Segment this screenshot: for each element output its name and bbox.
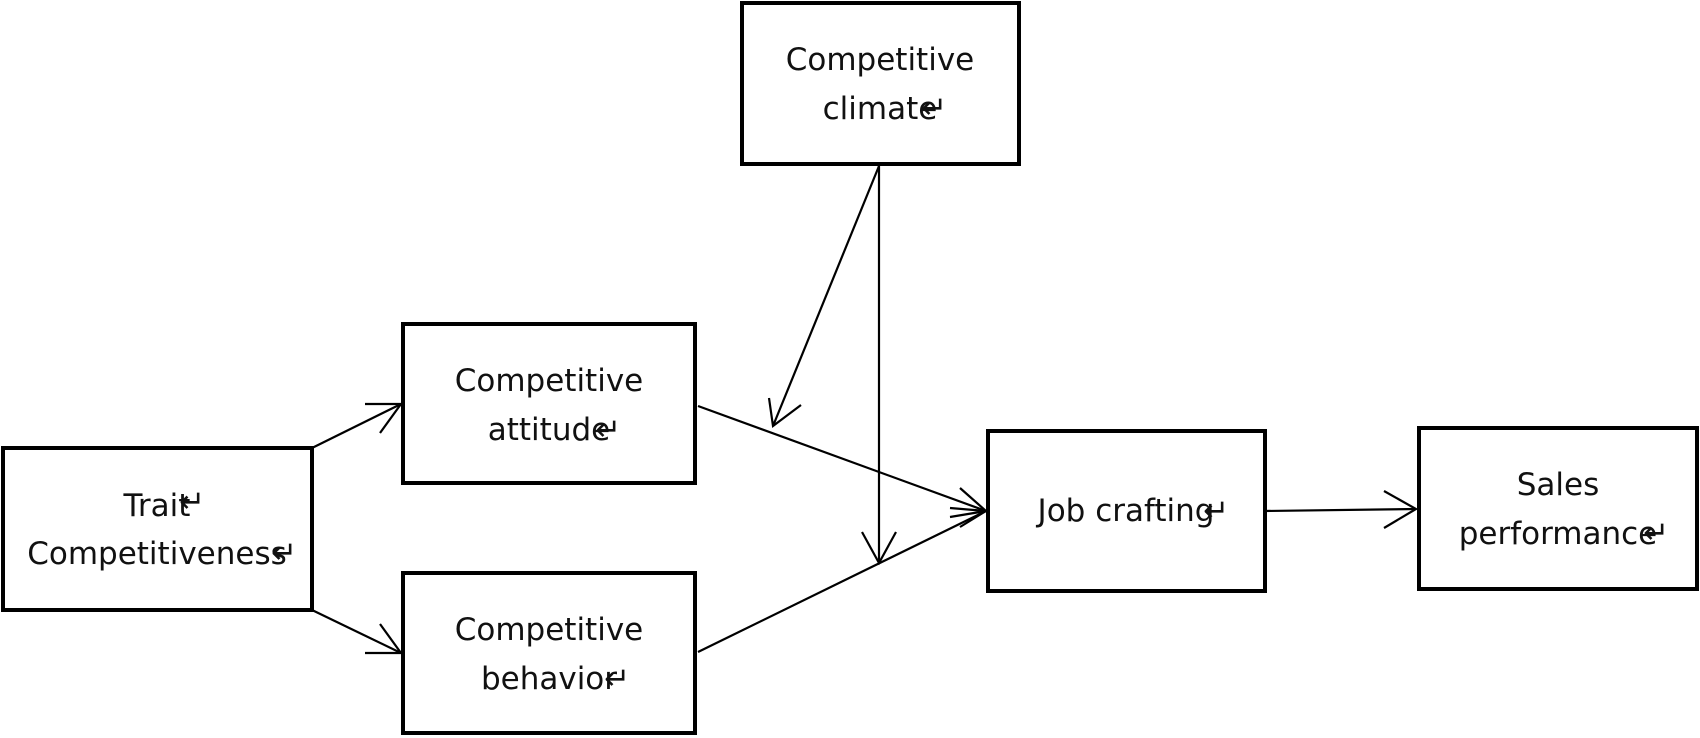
edge-trait-to-attitude [311, 402, 404, 449]
paragraph-mark: ↵ [179, 484, 205, 520]
node-sales-line-1: Sales [1517, 467, 1600, 503]
node-trait-competitiveness: Trait ↵ Competitiveness ↵ [1, 446, 314, 612]
edge-behavior-to-crafting [697, 506, 990, 653]
node-trait-line-2: Competitiveness [27, 536, 287, 572]
node-competitive-attitude: Competitive attitude ↵ [401, 322, 697, 485]
node-behavior-line-2: behavior [481, 661, 617, 697]
edge-climate-moderates-behavior-path [861, 166, 897, 566]
edge-attitude-to-crafting [697, 404, 989, 519]
node-sales-performance: Sales performance ↵ [1417, 426, 1699, 591]
paragraph-mark: ↵ [921, 90, 947, 126]
paragraph-mark: ↵ [595, 412, 621, 448]
paragraph-mark: ↵ [1643, 515, 1669, 551]
node-competitive-climate: Competitive climate ↵ [740, 1, 1021, 166]
edge-climate-moderates-attitude-path [767, 165, 881, 428]
node-crafting-line-1: Job crafting [1036, 493, 1215, 529]
paragraph-mark: ↵ [1203, 493, 1229, 529]
node-climate-line-1: Competitive [786, 42, 975, 78]
node-sales-line-2: performance [1459, 516, 1658, 552]
node-job-crafting: Job crafting ↵ [986, 429, 1267, 593]
node-trait-line-1: Trait [123, 488, 191, 524]
node-attitude-line-1: Competitive [455, 363, 644, 399]
paragraph-mark: ↵ [604, 661, 630, 697]
node-behavior-line-1: Competitive [455, 612, 644, 648]
node-competitive-behavior: Competitive behavior ↵ [401, 571, 697, 735]
paragraph-mark: ↵ [271, 535, 297, 571]
node-climate-line-2: climate [823, 91, 938, 127]
edge-trait-to-behavior [311, 609, 404, 655]
edge-crafting-to-sales [1263, 490, 1419, 529]
node-attitude-line-2: attitude [488, 412, 610, 448]
